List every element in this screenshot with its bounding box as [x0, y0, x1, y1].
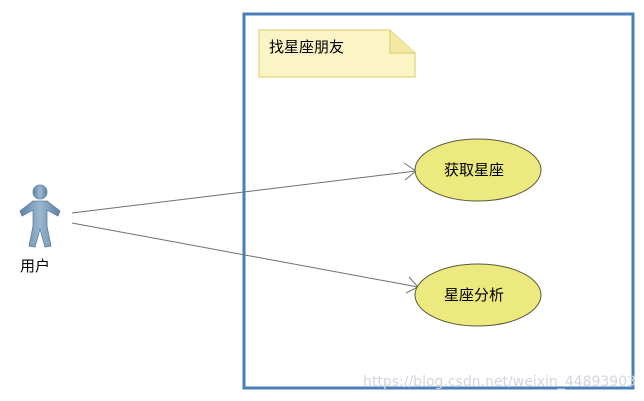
association-line-analysis [71, 222, 419, 288]
system-title-note[interactable]: 找星座朋友 [258, 29, 416, 78]
use-case-sign-analysis[interactable]: 星座分析 [414, 263, 542, 327]
use-case-label: 获取星座 [444, 161, 504, 179]
actor-user-icon[interactable] [19, 184, 61, 248]
association-line-get-sign [71, 170, 417, 214]
use-case-get-sign[interactable]: 获取星座 [414, 138, 542, 202]
use-case-label: 星座分析 [444, 286, 504, 304]
system-title: 找星座朋友 [269, 38, 344, 56]
watermark: https://blog.csdn.net/weixin_44893903 [363, 374, 636, 390]
actor-label: 用户 [20, 257, 50, 275]
